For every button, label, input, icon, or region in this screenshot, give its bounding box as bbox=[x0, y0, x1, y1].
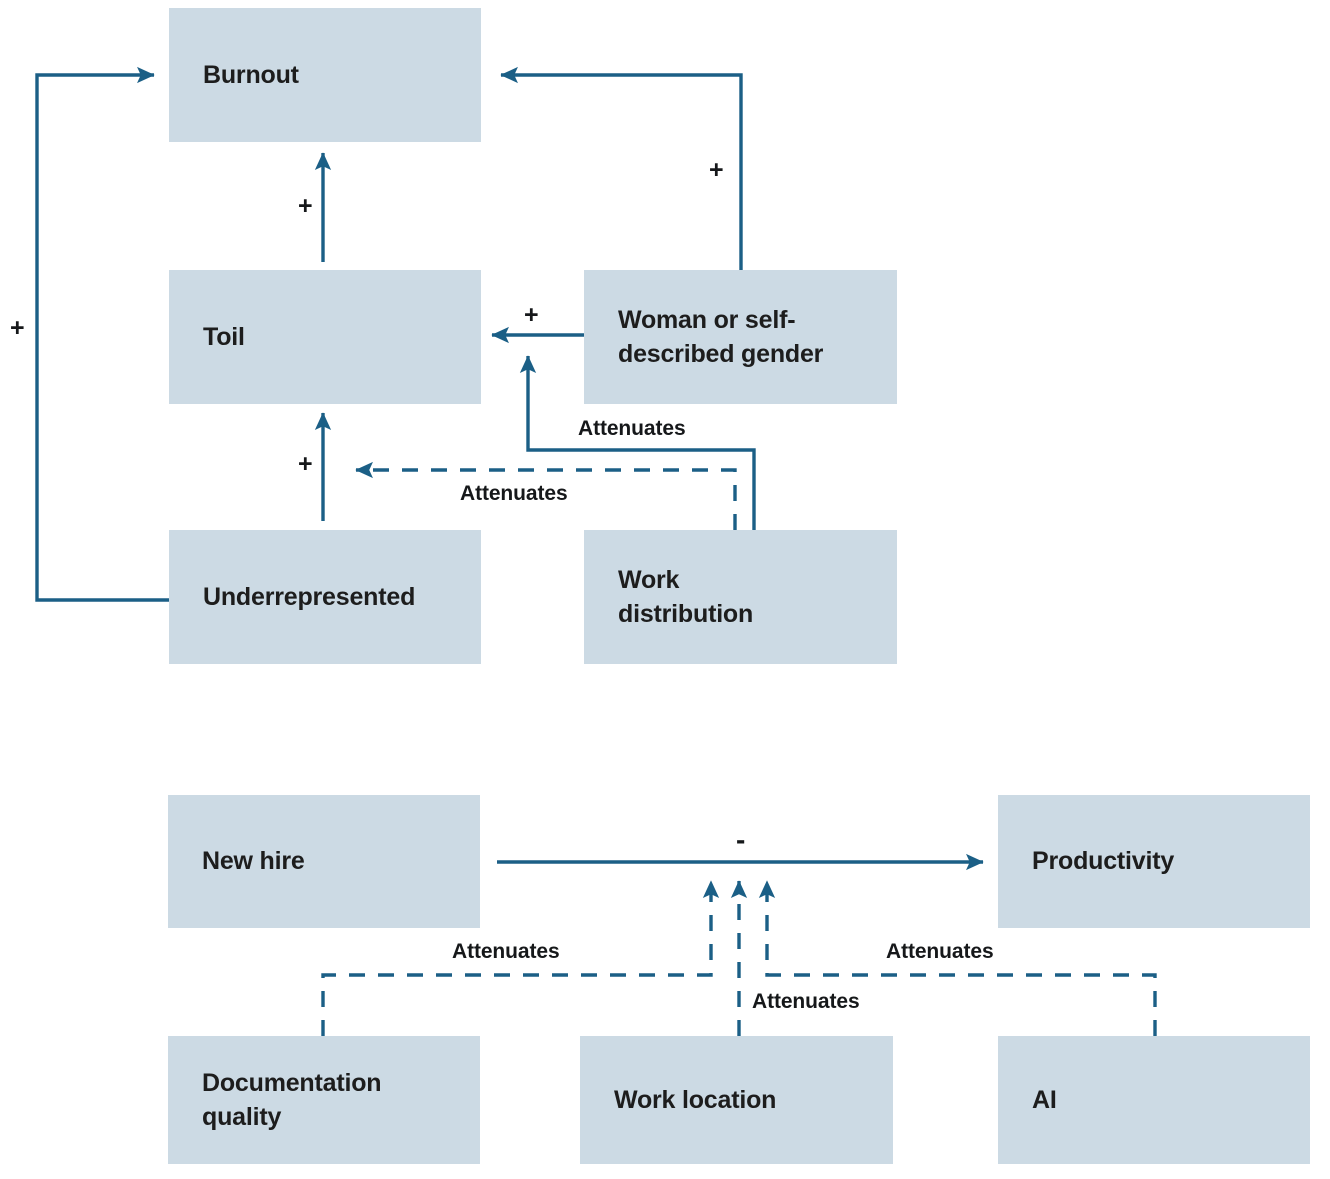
node-documentation-quality[interactable]: Documentation quality bbox=[168, 1036, 480, 1164]
node-new-hire[interactable]: New hire bbox=[168, 795, 480, 928]
node-productivity[interactable]: Productivity bbox=[998, 795, 1310, 928]
node-productivity-label: Productivity bbox=[1032, 847, 1175, 876]
node-ai-label: AI bbox=[1032, 1085, 1057, 1114]
sign-newhire-productivity: - bbox=[736, 824, 746, 855]
edge-label-attenuates-work-location: Attenuates bbox=[752, 990, 860, 1013]
edge-label-attenuates-workdistribution-gender: Attenuates bbox=[578, 417, 686, 440]
node-burnout-label: Burnout bbox=[203, 60, 299, 89]
node-toil-label: Toil bbox=[203, 322, 245, 351]
node-documentation-quality-label: Documentation quality bbox=[202, 1068, 382, 1132]
edge-workdistribution-to-gender-toil bbox=[519, 355, 756, 530]
edge-label-attenuates-ai: Attenuates bbox=[886, 940, 994, 963]
edge-gender-to-burnout bbox=[500, 66, 743, 270]
sign-gender-burnout: + bbox=[709, 156, 724, 184]
sign-underrepresented-burnout: + bbox=[10, 314, 25, 342]
sign-toil-burnout: + bbox=[298, 192, 313, 220]
node-burnout[interactable]: Burnout bbox=[169, 8, 481, 142]
node-work-location-label: Work location bbox=[614, 1085, 777, 1114]
sign-gender-toil: + bbox=[524, 301, 539, 329]
edge-documentationquality-attenuates bbox=[321, 880, 720, 1036]
node-woman-or-self-described-gender[interactable]: Woman or self- described gender bbox=[584, 270, 897, 404]
edge-ai-attenuates bbox=[758, 880, 1157, 1036]
node-toil[interactable]: Toil bbox=[169, 270, 481, 404]
node-ai[interactable]: AI bbox=[998, 1036, 1310, 1164]
sign-underrepresented-toil: + bbox=[298, 450, 313, 478]
node-new-hire-label: New hire bbox=[202, 847, 305, 876]
node-underrepresented-label: Underrepresented bbox=[203, 582, 416, 611]
node-woman-or-self-described-gender-label: Woman or self- described gender bbox=[618, 305, 824, 369]
node-work-distribution[interactable]: Work distribution bbox=[584, 530, 897, 664]
node-underrepresented[interactable]: Underrepresented bbox=[169, 530, 481, 664]
edge-workdistribution-to-underrepresented-toil bbox=[355, 461, 737, 530]
node-work-location[interactable]: Work location bbox=[580, 1036, 893, 1164]
node-work-distribution-label: Work distribution bbox=[618, 565, 754, 629]
edge-label-attenuates-documentation-quality: Attenuates bbox=[452, 940, 560, 963]
edge-label-attenuates-workdistribution-underrepresented: Attenuates bbox=[460, 482, 568, 505]
edge-underrepresented-to-burnout bbox=[35, 66, 169, 602]
